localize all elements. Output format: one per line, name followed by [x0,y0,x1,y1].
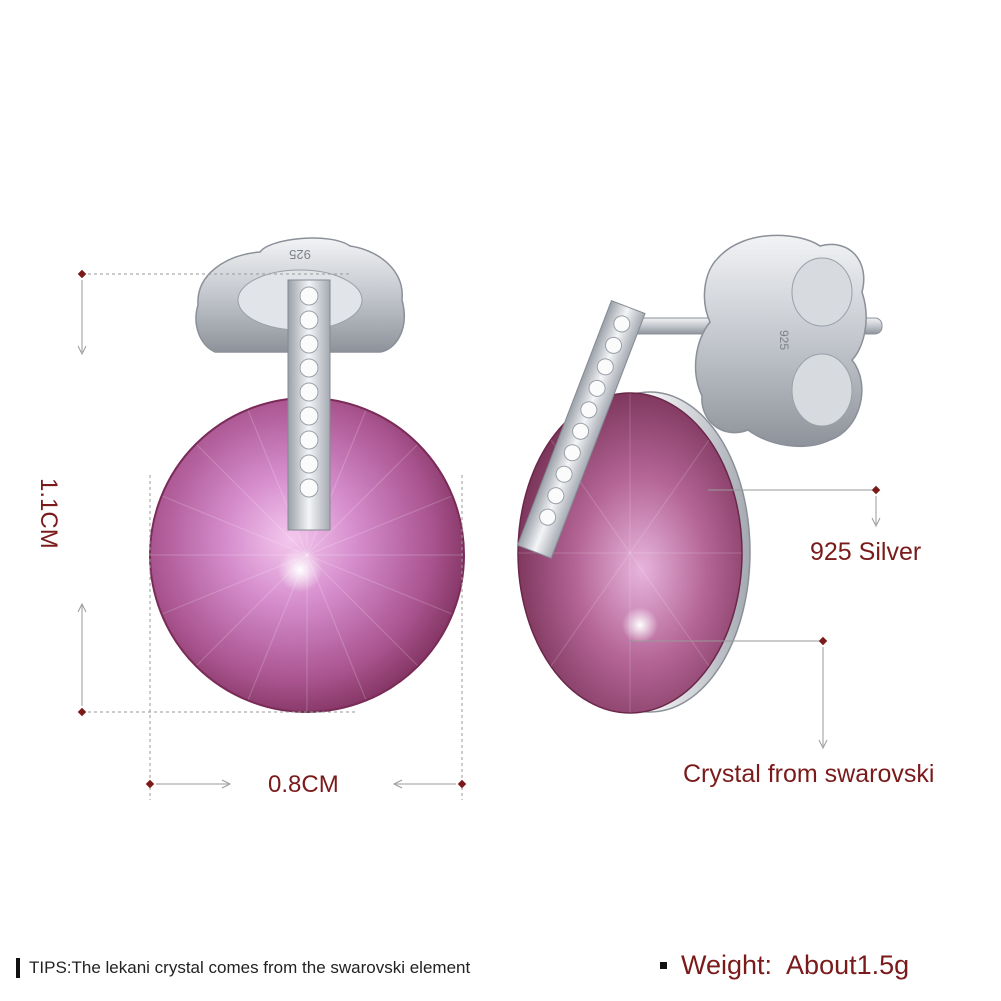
tips-text: TIPS:The lekani crystal comes from the s… [29,958,471,977]
bullet-square [660,962,667,969]
earring-front: 925 [149,237,465,713]
tips-note: TIPS:The lekani crystal comes from the s… [16,958,470,978]
dimension-guides [77,273,881,800]
height-dimension-label: 1.1CM [35,478,62,549]
weight-value: About1.5g [786,950,910,980]
stamp-925-front: 925 [289,247,311,262]
width-dimension-label: 0.8CM [268,771,339,798]
material-callout-crystal: Crystal from swarovski [683,760,935,788]
tips-bar-marker [16,958,20,978]
material-callout-silver: 925 Silver [810,538,922,566]
earring-side: 925 [516,234,883,714]
weight-label: Weight: [681,950,773,980]
stamp-925-side: 925 [777,330,791,350]
weight-info: Weight: About1.5g [660,950,909,981]
